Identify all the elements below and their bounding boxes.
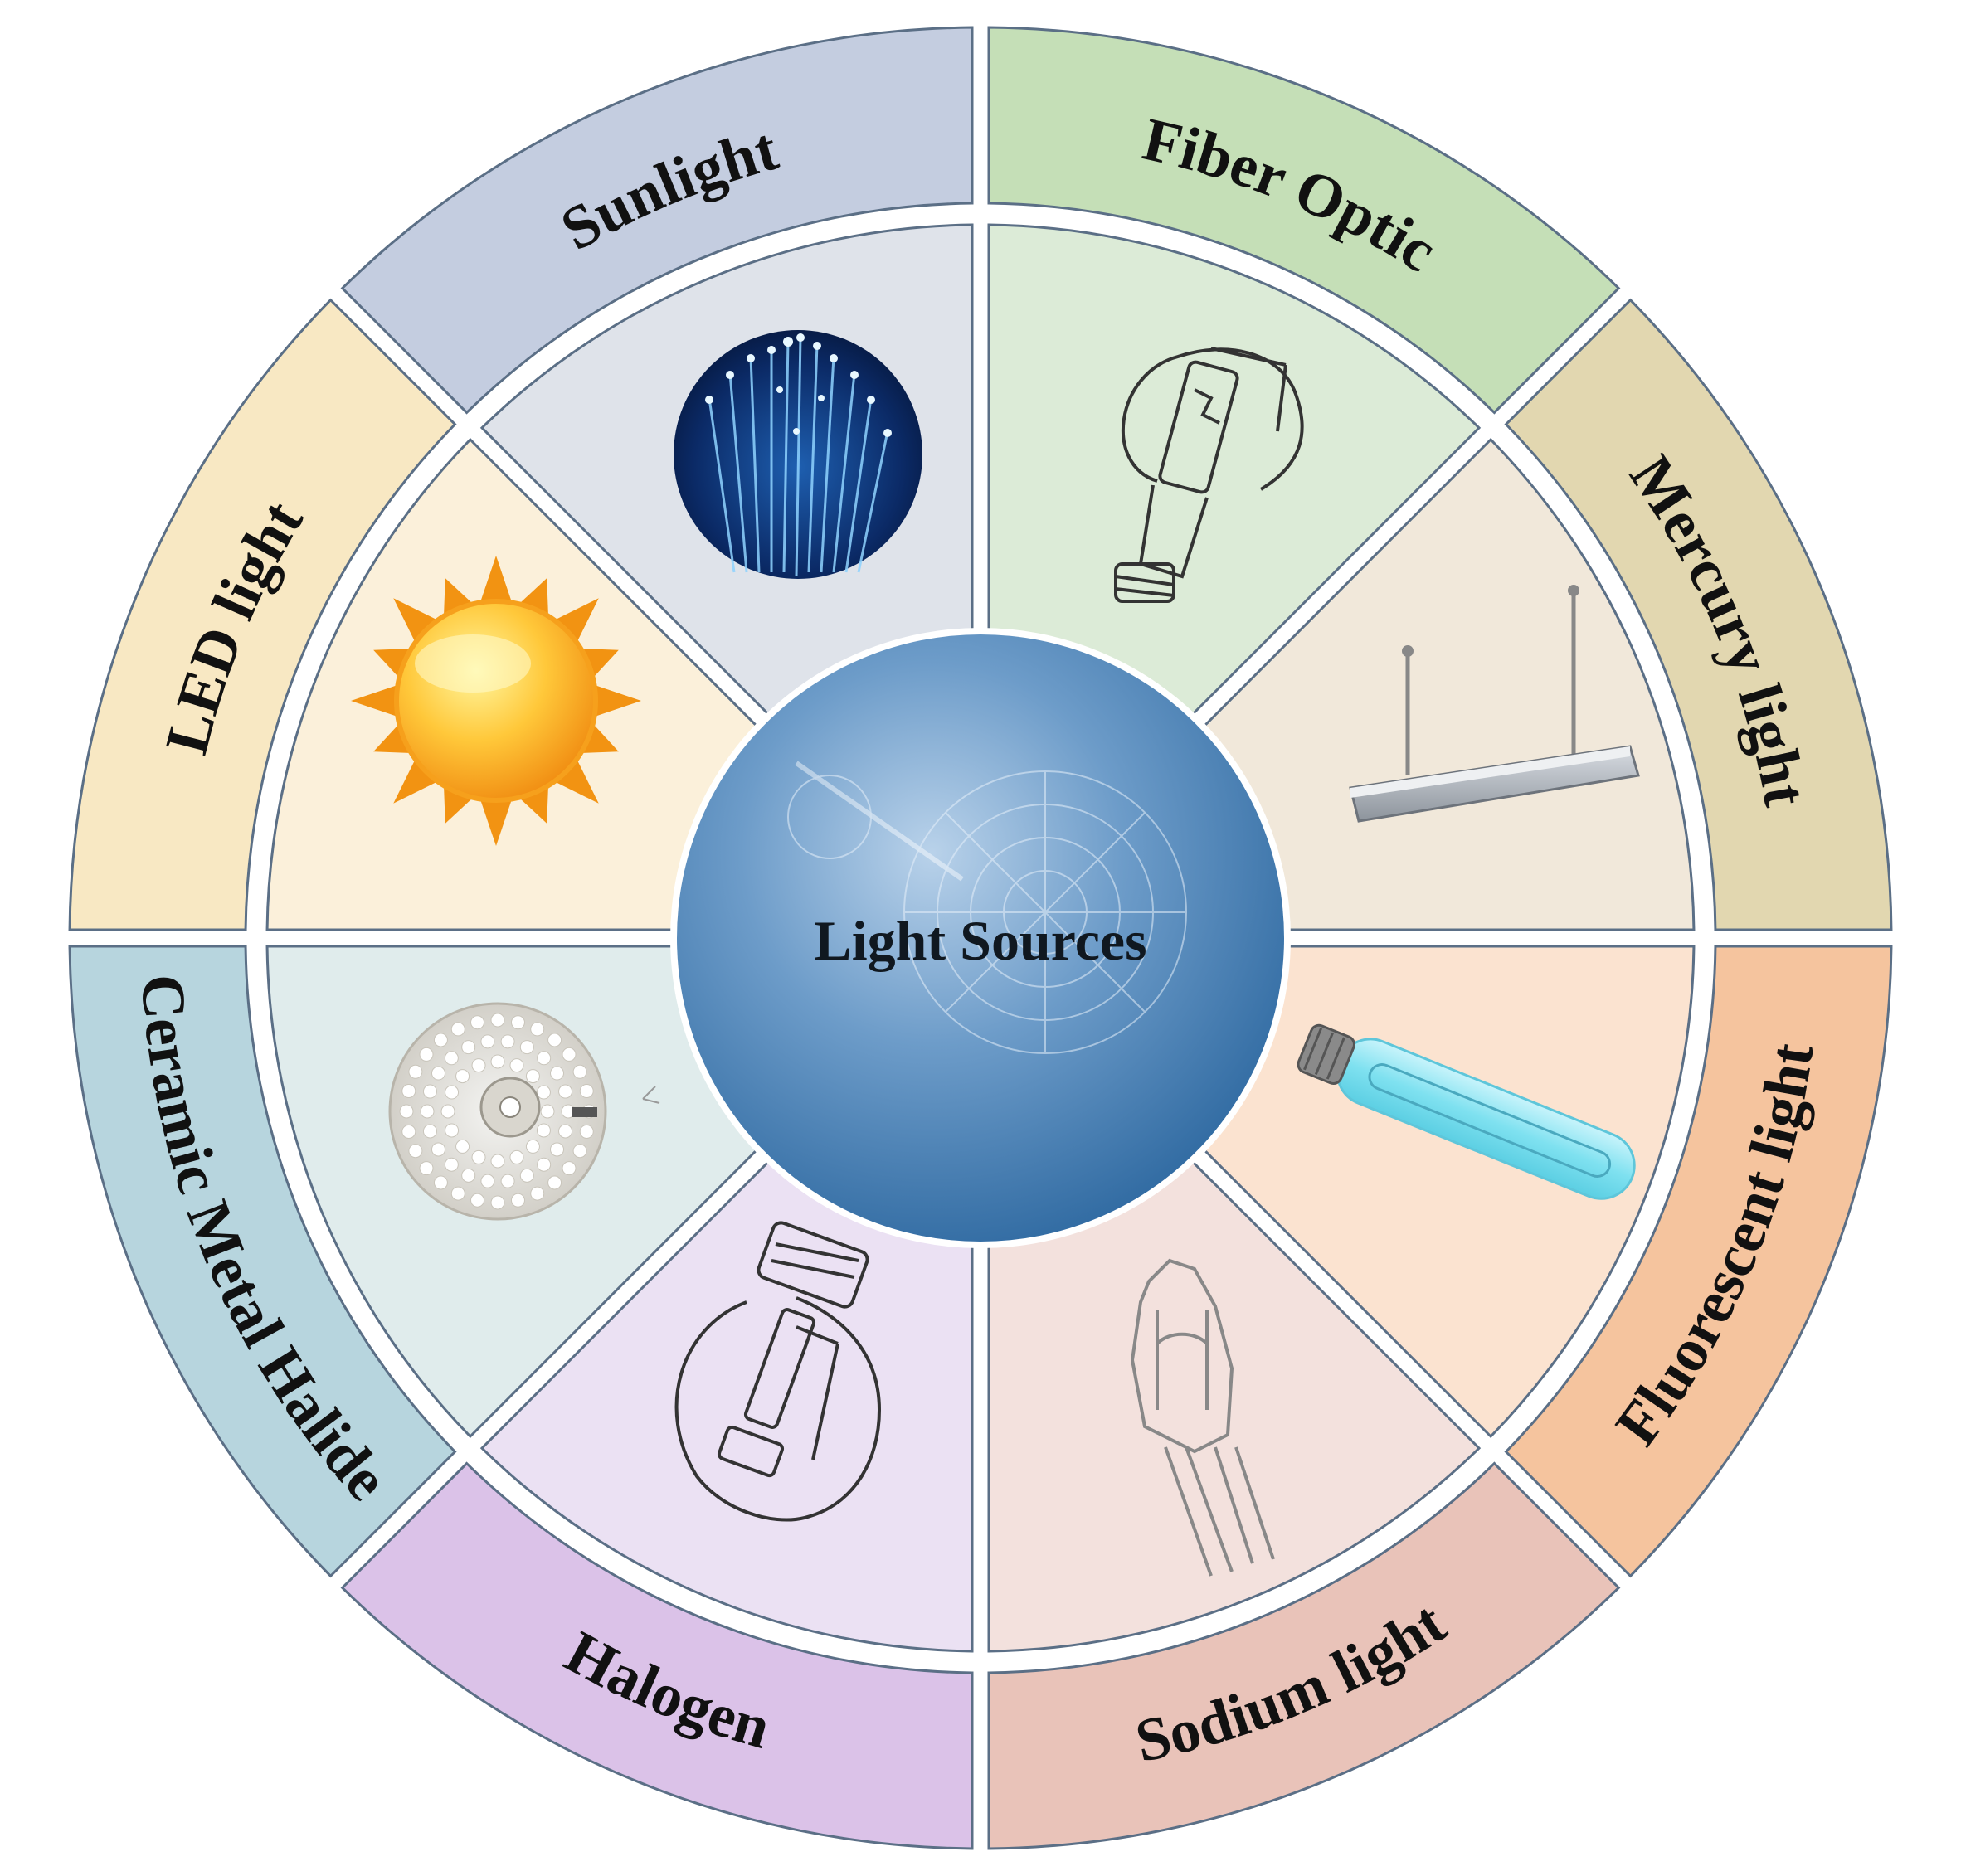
- led-dot: [490, 1195, 505, 1210]
- led-dot: [519, 1040, 534, 1055]
- led-dot: [431, 1066, 445, 1081]
- led-dot: [450, 1022, 465, 1037]
- led-dot: [471, 1058, 486, 1073]
- led-dot: [509, 1149, 524, 1164]
- led-dot: [550, 1066, 565, 1081]
- led-dot: [525, 1069, 540, 1084]
- led-dot: [550, 1142, 565, 1157]
- icons-layer: [351, 330, 1640, 1577]
- sun-ray: [393, 759, 438, 804]
- led-dot: [461, 1040, 476, 1055]
- sun-ray: [554, 759, 599, 804]
- led-dot: [440, 1104, 455, 1119]
- led-dot: [401, 1084, 416, 1099]
- led-dot: [455, 1139, 470, 1154]
- led-dot: [399, 1104, 414, 1119]
- led-dot: [562, 1047, 577, 1062]
- led-dot: [536, 1123, 551, 1138]
- led-dot: [420, 1104, 435, 1119]
- led-dot: [579, 1124, 594, 1139]
- metal-halide-bulb-icon: [674, 1221, 882, 1522]
- led-dot: [408, 1064, 423, 1079]
- sun-ray: [594, 684, 641, 717]
- led-dot: [455, 1069, 470, 1084]
- led-dot: [537, 1051, 552, 1066]
- sector-outer-band: [987, 26, 1621, 415]
- led-dot: [510, 1193, 525, 1208]
- led-dot: [444, 1157, 459, 1172]
- sun-ray: [351, 684, 398, 717]
- sun-ray: [393, 598, 438, 643]
- led-dot: [480, 1034, 495, 1049]
- sector-outer-band: [987, 1461, 1621, 1850]
- fiber-optic-icon: [674, 330, 922, 579]
- sector-outer-band: [1504, 945, 1893, 1578]
- sector-outer-band: [340, 26, 974, 415]
- led-dot: [401, 1124, 416, 1139]
- led-dot: [572, 1064, 587, 1079]
- sun-ray: [479, 799, 513, 846]
- sector-outer-band: [68, 298, 457, 931]
- led-dot: [572, 1144, 587, 1159]
- halogen-bulb-icon: [1130, 1258, 1275, 1577]
- led-dot: [540, 1104, 555, 1119]
- sector-outer-band: [1504, 298, 1893, 931]
- led-dot: [490, 1154, 505, 1169]
- sodium-tube-icon: [1297, 1023, 1636, 1200]
- sector-outer-band: [340, 1461, 974, 1850]
- led-dot: [422, 1084, 437, 1099]
- led-dot: [471, 1149, 486, 1164]
- led-dot: [579, 1084, 594, 1099]
- led-dot: [470, 1193, 485, 1208]
- led-dot: [547, 1033, 562, 1047]
- led-dot: [536, 1085, 551, 1100]
- sun-ray: [479, 556, 513, 603]
- fluorescent-fixture-icon: [1349, 585, 1640, 823]
- led-dot: [490, 1013, 505, 1028]
- led-dot: [470, 1015, 485, 1030]
- led-dot: [480, 1174, 495, 1188]
- led-dot: [537, 1157, 552, 1172]
- sun-icon: [351, 556, 641, 846]
- led-dot: [444, 1051, 459, 1066]
- led-dot: [562, 1161, 577, 1176]
- led-panel-icon: [388, 1002, 660, 1221]
- led-dot: [419, 1161, 434, 1176]
- led-dot: [530, 1022, 545, 1037]
- led-dot: [445, 1123, 460, 1138]
- led-dot: [509, 1058, 524, 1073]
- led-dot: [433, 1175, 448, 1190]
- mercury-bulb-icon: [1114, 347, 1304, 603]
- led-dot: [510, 1015, 525, 1030]
- led-dot: [519, 1168, 534, 1183]
- center-hub: Light Sources: [670, 628, 1291, 1248]
- led-dot: [445, 1085, 460, 1100]
- led-dot: [422, 1124, 437, 1139]
- led-dot: [490, 1054, 505, 1069]
- led-dot: [530, 1186, 545, 1201]
- led-dot: [433, 1033, 448, 1047]
- led-dot: [558, 1124, 573, 1139]
- led-dot: [419, 1047, 434, 1062]
- led-dot: [431, 1142, 445, 1157]
- sun-ray: [554, 598, 599, 643]
- led-dot: [500, 1174, 515, 1188]
- led-dot: [558, 1084, 573, 1099]
- led-dot: [461, 1168, 476, 1183]
- led-dot: [408, 1144, 423, 1159]
- led-dot: [547, 1175, 562, 1190]
- center-title: Light Sources: [814, 909, 1146, 972]
- sector-outer-band: [68, 945, 457, 1578]
- led-dot: [525, 1139, 540, 1154]
- led-dot: [450, 1186, 465, 1201]
- led-dot: [500, 1034, 515, 1049]
